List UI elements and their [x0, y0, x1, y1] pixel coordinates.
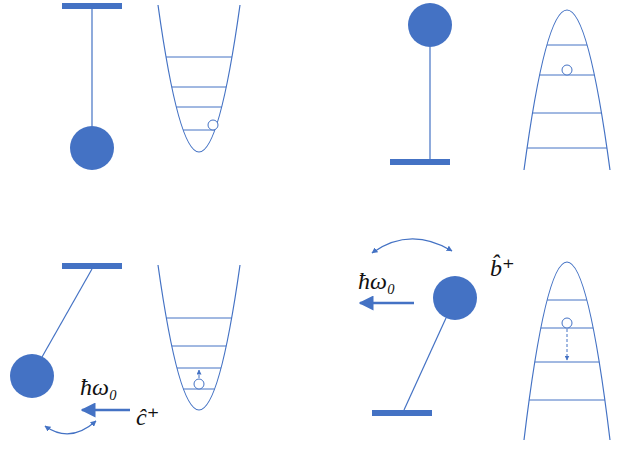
creation-operator: ĉ⁺	[136, 404, 159, 432]
energy-level	[166, 57, 232, 58]
pendulum-bob	[70, 126, 114, 170]
pendulum-bob	[433, 276, 477, 320]
potential-curve	[158, 5, 240, 152]
swing-arrow	[45, 421, 96, 434]
energy-quantum: ħω₀	[358, 268, 395, 296]
creation-operator: b̂⁺	[490, 255, 515, 283]
swing-arrow	[372, 239, 452, 253]
energy-level	[547, 45, 587, 46]
energy-level	[532, 113, 601, 114]
energy-level	[527, 148, 607, 149]
energy-level	[177, 368, 221, 369]
energy-arrow	[82, 409, 130, 412]
energy-level	[166, 318, 231, 319]
transition-arrow	[199, 370, 200, 378]
floor-bar	[372, 410, 432, 416]
potential-wells	[158, 5, 610, 440]
energy-arrow	[360, 302, 414, 305]
energy-level	[172, 87, 227, 88]
pendulum-string	[91, 9, 92, 126]
potential-curve	[524, 262, 610, 440]
particle-state	[562, 318, 572, 328]
ceiling-bar	[62, 263, 122, 269]
potential-curve	[158, 265, 240, 410]
energy-level	[535, 362, 599, 363]
potential-curve	[524, 10, 610, 170]
pendulum-rod	[404, 318, 446, 410]
energy-level	[172, 346, 226, 347]
pendulum-string	[42, 269, 92, 357]
energy-quantum: ħω₀	[80, 374, 117, 402]
floor-bar	[390, 159, 450, 165]
transition-arrow	[567, 329, 568, 360]
energy-level	[547, 300, 587, 301]
particle-state	[208, 120, 218, 130]
ceiling-bar	[62, 3, 122, 9]
energy-level	[529, 400, 605, 401]
particle-state	[194, 379, 204, 389]
energy-level	[176, 107, 221, 108]
pendulum-bob	[408, 3, 452, 47]
pendulum-bob	[10, 354, 54, 398]
particle-state	[562, 65, 572, 75]
pendulum-rod	[429, 47, 430, 159]
